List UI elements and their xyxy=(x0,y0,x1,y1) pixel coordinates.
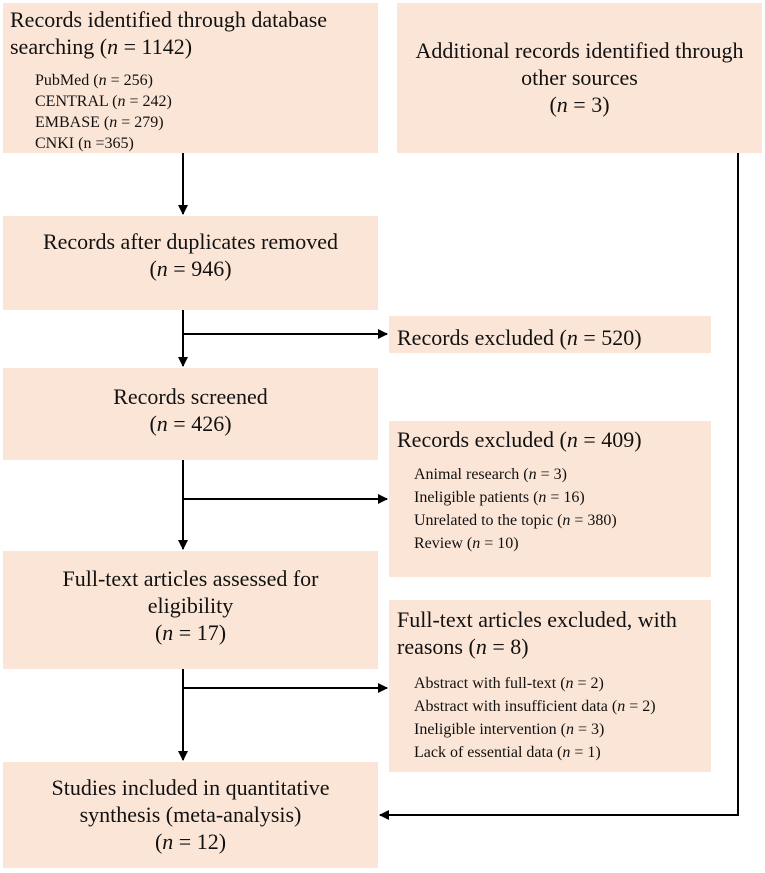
records-excluded-box-1: Records excluded (n = 520) xyxy=(389,316,711,353)
records-excluded-box-2: Records excluded (n = 409) Animal resear… xyxy=(389,421,711,577)
reason-ineligible-intervention: Ineligible intervention (n = 3) xyxy=(414,721,605,738)
studies-included-box: Studies included in quantitative synthes… xyxy=(3,762,378,868)
records-screened-text: Records screened (n = 426) xyxy=(113,384,268,436)
records-excluded-text-1: Records excluded (n = 520) xyxy=(397,325,642,350)
reason-insufficient-data: Abstract with insufficient data (n = 2) xyxy=(414,698,656,715)
fulltext-excluded-title: Full-text articles excluded, with reason… xyxy=(397,607,677,659)
fulltext-assessed-box: Full-text articles assessed for eligibil… xyxy=(3,551,378,669)
records-identified-title: Records identified through database sear… xyxy=(10,7,328,59)
reason-ineligible-patients: Ineligible patients (n = 16) xyxy=(414,489,585,506)
duplicates-removed-box: Records after duplicates removed (n = 94… xyxy=(3,216,378,310)
reason-abstract-fulltext: Abstract with full-text (n = 2) xyxy=(414,675,604,692)
additional-records-text: Additional records identified through ot… xyxy=(415,38,744,117)
source-pubmed: PubMed (n = 256) xyxy=(35,72,153,89)
studies-included-text: Studies included in quantitative synthes… xyxy=(51,775,330,854)
source-embase: EMBASE (n = 279) xyxy=(35,114,164,131)
reason-review: Review (n = 10) xyxy=(414,535,519,552)
fulltext-excluded-box: Full-text articles excluded, with reason… xyxy=(389,600,711,772)
reason-unrelated-topic: Unrelated to the topic (n = 380) xyxy=(414,512,617,529)
source-cnki: CNKI (n =365) xyxy=(35,135,134,152)
records-screened-box: Records screened (n = 426) xyxy=(3,368,378,460)
duplicates-removed-text: Records after duplicates removed (n = 94… xyxy=(42,229,339,281)
source-central: CENTRAL (n = 242) xyxy=(35,93,172,110)
reason-lack-essential-data: Lack of essential data (n = 1) xyxy=(414,744,601,761)
arrow-additional-to-included xyxy=(379,153,739,820)
fulltext-assessed-text: Full-text articles assessed for eligibil… xyxy=(62,566,319,645)
records-excluded-title-2: Records excluded (n = 409) xyxy=(397,427,642,452)
reason-animal-research: Animal research (n = 3) xyxy=(414,466,567,483)
additional-records-box: Additional records identified through ot… xyxy=(397,3,762,153)
records-identified-box: Records identified through database sear… xyxy=(3,3,378,153)
